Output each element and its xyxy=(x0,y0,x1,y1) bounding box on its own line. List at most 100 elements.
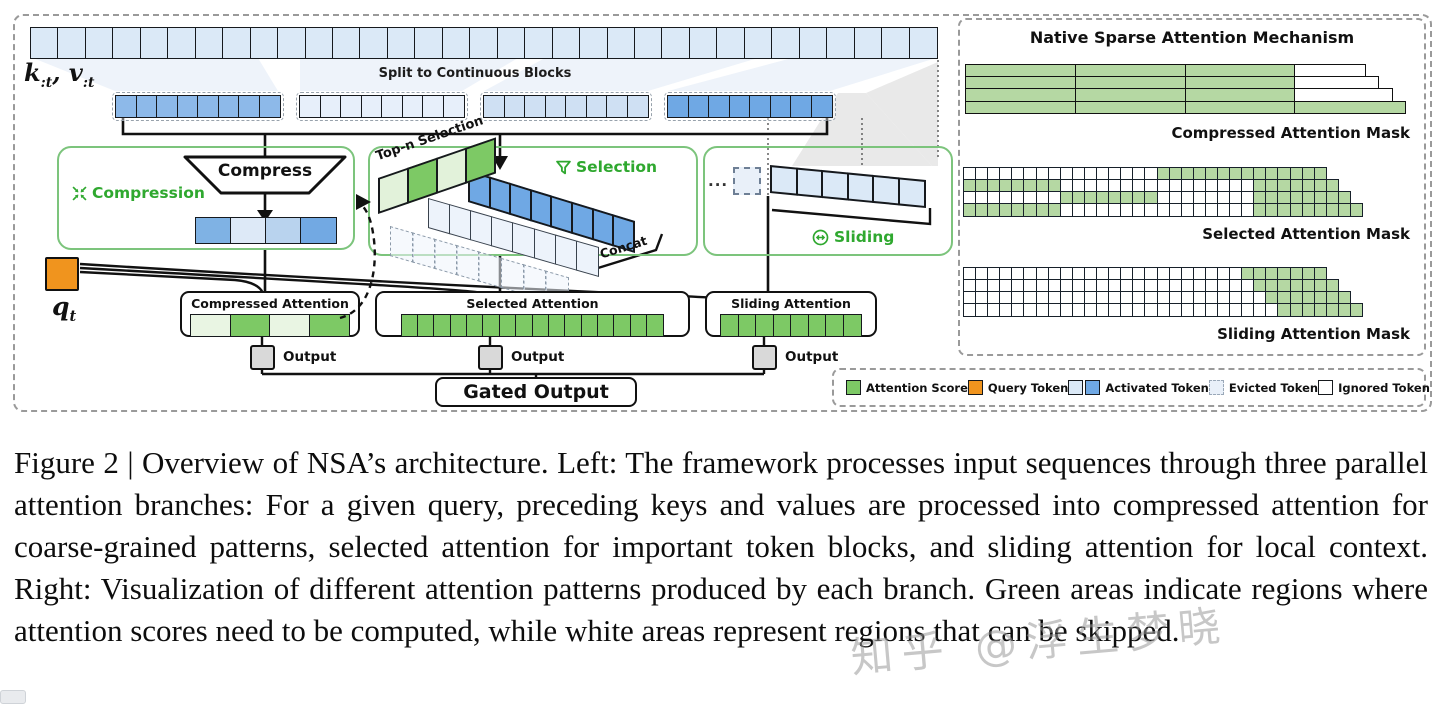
token-cell xyxy=(449,204,473,241)
output-square-1 xyxy=(250,345,275,370)
token-cell xyxy=(591,207,615,247)
corner-ui-fragment xyxy=(0,690,26,704)
token-cell xyxy=(428,198,451,235)
token-cell xyxy=(898,177,926,208)
token-cell xyxy=(359,27,389,59)
token-cell xyxy=(550,195,573,235)
ignored-token-swatch xyxy=(1318,380,1334,395)
query-token-label: qt xyxy=(52,292,77,325)
token-cell xyxy=(842,314,863,337)
token-cell xyxy=(304,27,334,59)
token-cell xyxy=(737,314,757,337)
query-token-square xyxy=(45,257,79,291)
token-cell xyxy=(846,172,875,204)
selected-attention-title: Selected Attention xyxy=(466,296,599,311)
token-cell xyxy=(197,95,220,118)
token-cell xyxy=(795,167,824,199)
token-cell xyxy=(606,95,629,118)
token-cell xyxy=(908,27,938,59)
token-cell xyxy=(529,188,553,228)
token-cell xyxy=(265,217,302,244)
compressed-attention-title: Compressed Attention xyxy=(191,296,349,311)
sliding-attention-mask xyxy=(963,267,1364,317)
token-cell xyxy=(825,314,845,337)
compress-trapezoid-label: Compress xyxy=(217,161,313,181)
token-cell xyxy=(554,234,578,271)
token-cell xyxy=(667,95,690,118)
token-cell xyxy=(503,95,526,118)
token-cell xyxy=(308,314,351,337)
output-label-3: Output xyxy=(785,349,839,365)
token-cell xyxy=(195,217,232,244)
attention-score-swatch xyxy=(846,380,861,395)
token-cell xyxy=(571,201,594,241)
kv-label-v: v xyxy=(68,58,83,87)
legend-query-token: Query Token xyxy=(967,380,1068,395)
token-cell xyxy=(798,27,829,59)
token-cell xyxy=(790,314,810,337)
token-cell xyxy=(585,95,608,118)
token-cell xyxy=(217,95,240,118)
token-cell xyxy=(488,176,512,216)
figure-caption: Figure 2 | Overview of NSA’s architectur… xyxy=(14,445,1428,648)
token-cell xyxy=(300,217,338,244)
legend-ignored-token: Ignored Token xyxy=(1318,380,1430,395)
token-cell xyxy=(661,27,691,59)
mask-cell xyxy=(1350,303,1364,317)
mask-row xyxy=(963,203,1364,217)
output-label-2: Output xyxy=(511,349,565,365)
token-cell xyxy=(544,95,567,118)
compression-branch-box xyxy=(57,146,355,250)
mask-bar-row xyxy=(965,100,1407,115)
token-cell xyxy=(565,95,588,118)
token-cell xyxy=(238,95,261,118)
token-cell xyxy=(319,95,342,118)
token-cell xyxy=(230,217,267,244)
token-cell xyxy=(509,182,532,222)
token-cell xyxy=(708,95,731,118)
selection-label: Selection xyxy=(556,158,657,176)
selected-attention-cells xyxy=(400,314,665,337)
output-square-3 xyxy=(752,345,777,370)
mask-bar-segment xyxy=(1075,100,1187,115)
kv-label: k:t, v:t xyxy=(24,58,95,91)
token-cell xyxy=(790,95,813,118)
evicted-token-square xyxy=(733,167,761,195)
token-cell xyxy=(194,27,225,59)
token-cell xyxy=(749,95,772,118)
token-cell xyxy=(524,27,554,59)
token-cell xyxy=(139,27,170,59)
output-square-2 xyxy=(478,345,503,370)
token-cell xyxy=(135,95,158,118)
mask-row xyxy=(963,303,1364,317)
nsa-figure-diagram: k:t, v:t Split to Continuous Blocks Comp… xyxy=(13,14,1432,412)
mask-bar-segment xyxy=(1294,100,1407,115)
token-cell xyxy=(881,27,911,59)
kv-token-sequence xyxy=(30,27,938,59)
token-cell xyxy=(579,27,609,59)
mask-bar-row xyxy=(965,64,1367,78)
token-cell xyxy=(269,314,311,337)
token-cell xyxy=(299,95,322,118)
sliding-attention-box: Sliding Attention xyxy=(705,291,877,337)
token-cell xyxy=(769,95,792,118)
token-cell xyxy=(512,222,536,259)
sliding-attention-cells xyxy=(720,314,863,337)
token-cell xyxy=(277,27,307,59)
token-cell xyxy=(551,27,581,59)
token-cell xyxy=(57,27,87,59)
token-cell xyxy=(872,174,900,206)
funnel-icon xyxy=(556,160,571,174)
legend-attention-score: Attention Score xyxy=(846,380,968,395)
mask-bar-segment xyxy=(1184,100,1296,115)
token-cell xyxy=(575,240,599,277)
token-cell xyxy=(222,27,252,59)
masks-panel-title: Native Sparse Attention Mechanism xyxy=(1029,28,1355,47)
sliding-label: Sliding xyxy=(812,228,894,246)
gated-output-box: Gated Output xyxy=(435,377,637,407)
token-cell xyxy=(360,95,383,118)
token-cell xyxy=(496,27,527,59)
token-cell xyxy=(606,27,636,59)
sliding-icon xyxy=(812,229,829,245)
compressed-mask-label: Compressed Attention Mask xyxy=(1171,124,1410,142)
